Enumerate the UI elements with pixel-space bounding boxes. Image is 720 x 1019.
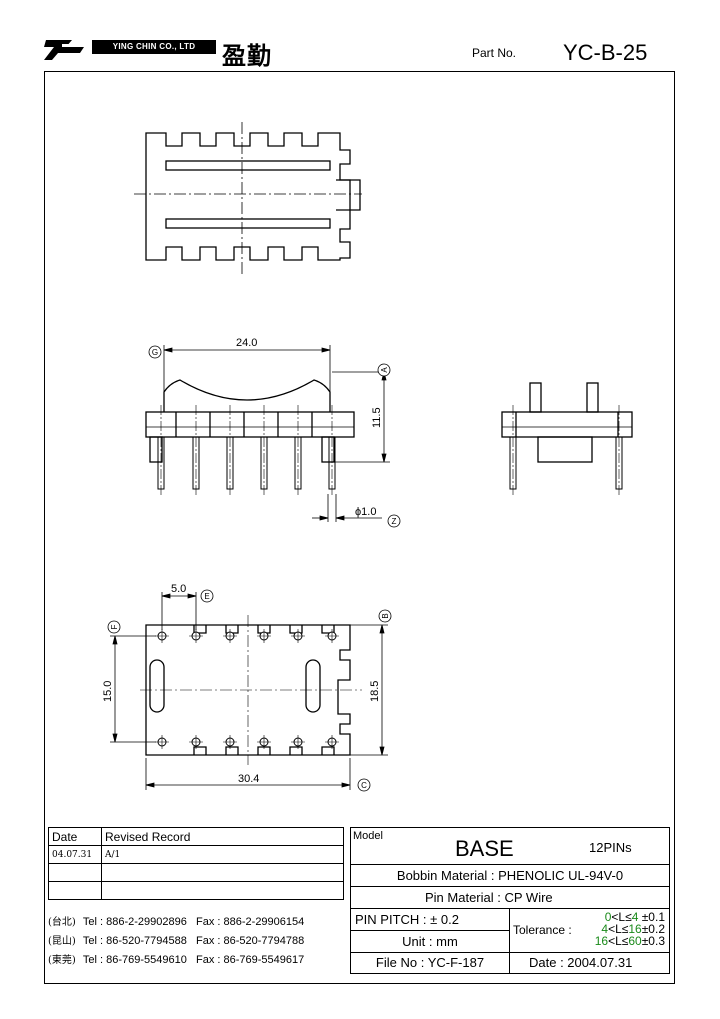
part-no-label: Part No. — [472, 46, 517, 60]
contact-city: (東莞) — [48, 955, 76, 966]
file-no-label: File No : — [375, 955, 428, 970]
dim-pin-dia: ϕ1.0 — [355, 506, 376, 518]
revision-record — [101, 881, 344, 900]
tol-high: 60 — [628, 934, 642, 948]
bobbin-material: PHENOLIC UL-94V-0 — [498, 868, 624, 883]
tol-value: ±0.3 — [641, 934, 665, 948]
revision-record: A/1 — [101, 845, 344, 864]
contact-tel: Tel : 86-769-5549610 — [82, 954, 187, 966]
tol-low: 16 — [594, 934, 609, 948]
table-row — [48, 863, 344, 882]
company-name: YING CHIN CO., LTD — [92, 40, 216, 54]
contact-fax: Fax : 86-769-5549617 — [196, 954, 305, 966]
revision-date — [48, 881, 102, 900]
top-view-slot-upper — [165, 160, 331, 171]
revision-table: Date Revised Record 04.07.31 A/1 — [48, 827, 344, 900]
tol-low: 4 — [601, 922, 609, 936]
top-view-slot-lower — [165, 218, 331, 229]
top-view-outline — [145, 132, 351, 261]
datum-g: G — [152, 348, 158, 357]
contact-city: (昆山) — [48, 936, 76, 947]
unit-label: Unit : — [402, 934, 437, 949]
contact-tel: Tel : 886-2-29902896 — [82, 916, 187, 928]
table-row — [48, 881, 344, 900]
contact-fax: Fax : 86-520-7794788 — [196, 935, 305, 947]
datum-f: F — [110, 624, 119, 629]
pin-material-label: Pin Material : — [425, 890, 505, 905]
dim-11-5: 11.5 — [371, 407, 383, 428]
revision-date: 04.07.31 — [48, 845, 102, 864]
unit: mm — [436, 934, 458, 949]
revision-date-header: Date — [48, 827, 102, 846]
pin-pitch: ± 0.2 — [430, 912, 459, 927]
pin-material: CP Wire — [504, 890, 553, 905]
tol-low: 0 — [604, 910, 612, 924]
contact-tel: Tel : 86-520-7794588 — [82, 935, 187, 947]
revision-record — [101, 863, 344, 882]
dim-5: 5.0 — [171, 583, 186, 595]
revision-record-header: Revised Record — [101, 827, 344, 846]
dim-18-5: 18.5 — [369, 681, 381, 702]
tolerance-table: 0<L≤4 ±0.1 4<L≤16±0.2 16<L≤60±0.3 — [594, 910, 665, 948]
part-no: YC-B-25 — [563, 40, 648, 65]
tol-high: 16 — [628, 922, 642, 936]
model-label: Model — [353, 830, 383, 842]
drawing-frame — [44, 71, 675, 984]
tol-high: 4 — [631, 910, 639, 924]
contact-city: (台北) — [48, 917, 76, 928]
datum-z: Z — [392, 517, 397, 526]
tolerance-label: Tolerance : — [513, 923, 572, 937]
contact-line: (昆山) Tel : 86-520-7794588 Fax : 86-520-7… — [48, 932, 344, 951]
model-name: BASE — [455, 836, 514, 861]
pin-pitch-label: PIN PITCH : — [355, 912, 431, 927]
bottom-view-outline — [145, 624, 351, 756]
contact-list: (台北) Tel : 886-2-29902896 Fax : 886-2-29… — [48, 913, 344, 970]
datum-e: E — [204, 592, 209, 601]
spec-date: 2004.07.31 — [567, 955, 633, 970]
datum-b: B — [381, 613, 390, 618]
company-chinese-name: 盈勤 — [222, 41, 272, 70]
front-view-saddle — [163, 379, 331, 412]
file-no: YC-F-187 — [427, 955, 485, 970]
table-row: 04.07.31 A/1 — [48, 845, 344, 864]
tol-value: ±0.1 — [641, 910, 665, 924]
dim-30-4: 30.4 — [238, 773, 259, 785]
dim-15: 15.0 — [102, 681, 114, 702]
side-view-base — [501, 411, 633, 438]
spec-block: Model BASE 12PINs Bobbin Material : PHEN… — [350, 827, 670, 974]
contact-line: (台北) Tel : 886-2-29902896 Fax : 886-2-29… — [48, 913, 344, 932]
contact-fax: Fax : 886-2-29906154 — [196, 916, 305, 928]
tol-value: ±0.2 — [641, 922, 665, 936]
datum-c: C — [361, 781, 367, 790]
datum-a: A — [380, 367, 389, 373]
front-view-base — [145, 411, 355, 438]
contact-line: (東莞) Tel : 86-769-5549610 Fax : 86-769-5… — [48, 951, 344, 970]
pin-count: 12PINs — [589, 840, 632, 855]
dim-24: 24.0 — [236, 337, 257, 349]
bobbin-material-label: Bobbin Material : — [396, 868, 499, 883]
revision-date — [48, 863, 102, 882]
company-logo-icon — [44, 40, 84, 60]
date-label: Date : — [529, 955, 568, 970]
